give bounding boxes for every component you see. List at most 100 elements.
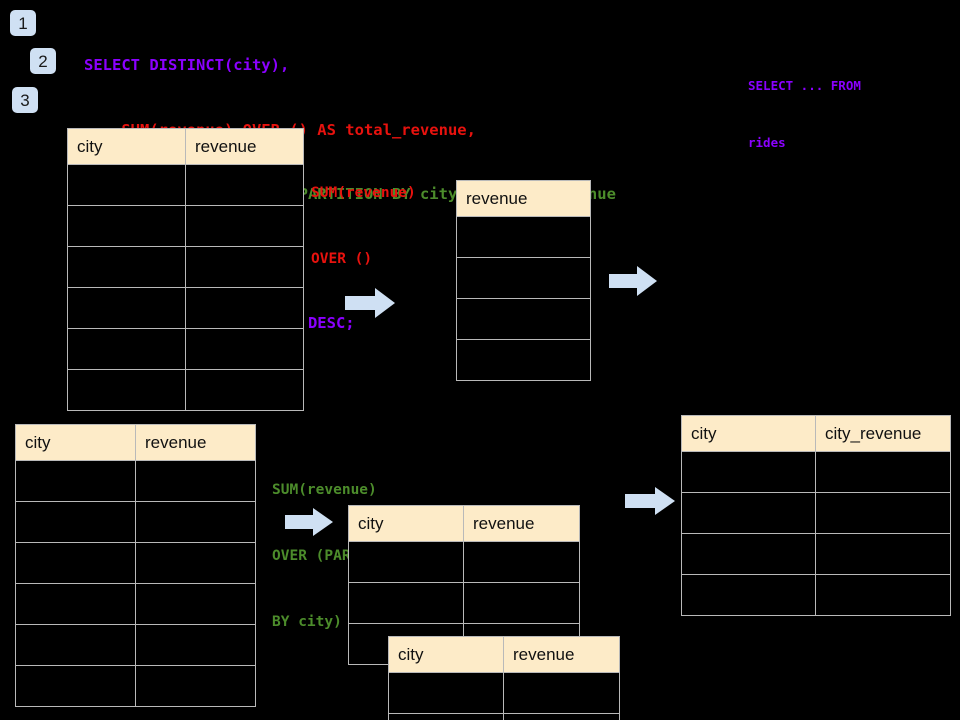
table-cell xyxy=(15,542,136,584)
table-cell xyxy=(681,533,816,575)
arrow-rides-to-total-revenue xyxy=(345,288,395,318)
table-cell xyxy=(135,501,256,543)
table-row xyxy=(348,541,580,583)
table-cell xyxy=(185,205,304,247)
final-result-table: city city_revenue xyxy=(681,415,951,616)
column-header-revenue: revenue xyxy=(185,128,304,165)
table-header-row: city city_revenue xyxy=(681,415,951,452)
table-cell xyxy=(67,205,186,247)
table-cell xyxy=(135,624,256,666)
column-header-revenue: revenue xyxy=(463,505,580,542)
table-cell xyxy=(348,541,464,583)
table-cell xyxy=(681,574,816,616)
table-row xyxy=(456,257,591,299)
table-cell xyxy=(456,257,591,299)
table-cell xyxy=(463,541,580,583)
table-cell xyxy=(503,672,620,714)
table-row xyxy=(15,542,256,584)
table-row xyxy=(15,501,256,543)
table-row xyxy=(388,713,620,720)
table-cell xyxy=(681,451,816,493)
column-header-revenue: revenue xyxy=(456,180,591,217)
table-cell xyxy=(67,287,186,329)
table-header-row: city revenue xyxy=(67,128,304,165)
table-cell xyxy=(67,164,186,206)
table-cell xyxy=(135,665,256,707)
table-cell xyxy=(815,451,951,493)
table-cell xyxy=(815,492,951,534)
table-cell xyxy=(388,672,504,714)
column-header-city: city xyxy=(388,636,504,673)
table-cell xyxy=(185,246,304,288)
sidenote-line-1: SELECT ... FROM xyxy=(748,78,861,93)
column-header-city: city xyxy=(681,415,816,452)
table-cell xyxy=(456,216,591,258)
column-header-city-revenue: city_revenue xyxy=(815,415,951,452)
table-header-row: city revenue xyxy=(388,636,620,673)
table-row xyxy=(15,665,256,707)
table-cell xyxy=(67,328,186,370)
arrow-partition-to-result xyxy=(625,487,675,515)
table-row xyxy=(348,582,580,624)
table-row xyxy=(15,460,256,502)
table-cell xyxy=(15,460,136,502)
table-cell xyxy=(135,460,256,502)
step-badge-2-label: 2 xyxy=(38,51,48,71)
step-badge-1: 1 xyxy=(10,10,36,36)
table-row xyxy=(15,624,256,666)
table-cell xyxy=(15,665,136,707)
table-row xyxy=(67,205,304,247)
table-header-row: revenue xyxy=(456,180,591,217)
partition-group-table-front: city revenue xyxy=(388,636,620,720)
table-cell xyxy=(815,574,951,616)
table-row xyxy=(681,451,951,493)
column-header-city: city xyxy=(15,424,136,461)
rides-source-table-top: city revenue xyxy=(67,128,304,411)
step-badge-3: 3 xyxy=(12,87,38,113)
table-row xyxy=(67,369,304,411)
table-cell xyxy=(135,542,256,584)
arrow-total-revenue-to-result xyxy=(609,266,657,296)
table-cell xyxy=(388,713,504,720)
column-header-city: city xyxy=(348,505,464,542)
total-revenue-table: revenue xyxy=(456,180,591,381)
table-cell xyxy=(185,328,304,370)
table-cell xyxy=(681,492,816,534)
table-cell xyxy=(135,583,256,625)
sql-line-1: SELECT DISTINCT(city), xyxy=(84,56,290,74)
column-header-revenue: revenue xyxy=(135,424,256,461)
table-cell xyxy=(348,582,464,624)
table-row xyxy=(456,298,591,340)
table-cell xyxy=(815,533,951,575)
table-cell xyxy=(463,582,580,624)
table-cell xyxy=(185,287,304,329)
table-cell xyxy=(456,339,591,381)
table-row xyxy=(67,164,304,206)
table-cell xyxy=(15,501,136,543)
sidenote-line-2: rides xyxy=(748,135,786,150)
annotation-sum-over-empty-line-2: OVER () xyxy=(311,251,373,267)
sidenote-select-from-rides: SELECT ... FROM rides xyxy=(748,38,861,190)
arrow-rides-to-partition xyxy=(285,508,333,536)
annotation-sum-over-empty: SUM(revenue) OVER () xyxy=(311,138,416,314)
table-cell xyxy=(185,164,304,206)
table-header-row: city revenue xyxy=(348,505,580,542)
table-cell xyxy=(185,369,304,411)
table-cell xyxy=(503,713,620,720)
step-badge-1-label: 1 xyxy=(18,13,28,33)
table-cell xyxy=(67,246,186,288)
table-row xyxy=(67,246,304,288)
table-row xyxy=(388,672,620,714)
table-row xyxy=(681,492,951,534)
table-row xyxy=(67,328,304,370)
table-row xyxy=(681,574,951,616)
annotation-sum-over-partition-line-1: SUM(revenue) xyxy=(272,482,377,498)
column-header-city: city xyxy=(67,128,186,165)
table-cell xyxy=(15,624,136,666)
table-header-row: city revenue xyxy=(15,424,256,461)
annotation-sum-over-empty-line-1: SUM(revenue) xyxy=(311,185,416,201)
table-row xyxy=(456,339,591,381)
rides-source-table-bottom: city revenue xyxy=(15,424,256,707)
table-row xyxy=(681,533,951,575)
